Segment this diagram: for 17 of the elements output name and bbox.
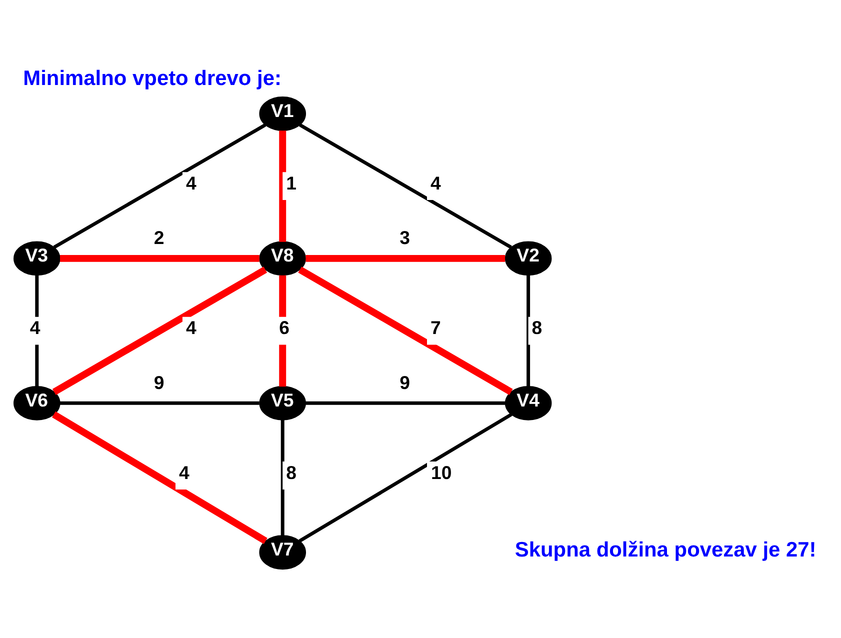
edge-label: 4 xyxy=(29,317,40,338)
edge-label: 4 xyxy=(430,172,440,194)
edge-label: 9 xyxy=(399,372,410,393)
edge-label: 2 xyxy=(153,227,164,248)
edge-label: 7 xyxy=(430,317,440,338)
edge-label: 6 xyxy=(278,317,289,338)
edge-label: 1 xyxy=(286,172,296,194)
edge-label: 10 xyxy=(430,462,452,483)
diagram-title: Minimalno vpeto drevo je: xyxy=(22,66,281,90)
edge-label: 4 xyxy=(185,317,196,338)
edge-label: 4 xyxy=(185,172,196,194)
edge-label: 9 xyxy=(153,372,164,393)
edge-label: 4 xyxy=(178,462,189,483)
edge-label: 8 xyxy=(286,462,296,483)
label: Skupna dolžina povezav je 27! xyxy=(514,538,816,562)
edge-label: 3 xyxy=(399,227,410,248)
edge-label: 8 xyxy=(531,317,542,338)
